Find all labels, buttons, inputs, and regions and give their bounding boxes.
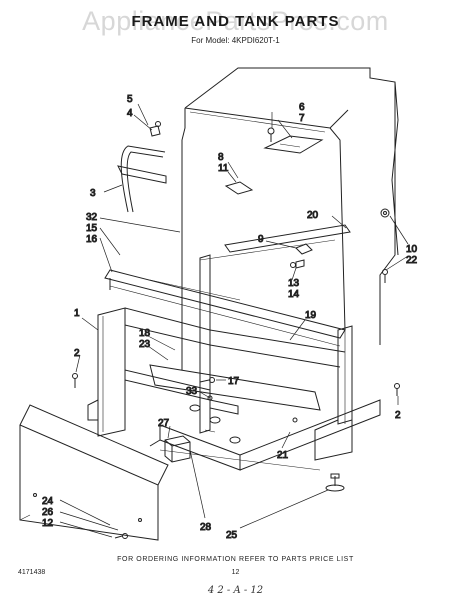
bolt-top [267,127,275,142]
callout-16: 16 [86,234,98,245]
base [149,399,381,471]
callout-11: 11 [218,163,229,174]
right-hardware [290,208,390,269]
model-line: For Model: 4KPDI620T-1 [191,36,280,45]
callout-3: 3 [90,188,96,199]
document-number: 4171438 [18,569,46,576]
callout-20: 20 [307,210,319,221]
screw-right [394,383,400,396]
leader-lines [59,103,409,538]
callout-1: 1 [74,308,80,319]
callout-19: 19 [305,310,317,321]
callout-26: 26 [42,507,54,518]
callout-28: 28 [200,522,212,533]
screw-12 [114,533,128,539]
screw-17 [199,377,215,383]
callout-33: 33 [186,386,198,397]
screws [72,269,400,539]
callout-2-right: 2 [395,410,401,421]
callout-13: 13 [288,278,300,289]
page-title: FRAME AND TANK PARTS [131,13,340,30]
callout-17: 17 [228,376,240,387]
callout-22: 22 [406,255,418,266]
callout-10: 10 [406,244,418,255]
callout-2-left: 2 [74,348,80,359]
callout-8: 8 [218,152,224,163]
tank-body [181,67,399,370]
ordering-note: FOR ORDERING INFORMATION REFER TO PARTS … [117,556,354,563]
callout-4: 4 [127,108,133,119]
callout-32: 32 [86,212,98,223]
module-block [164,435,191,463]
callout-12: 12 [42,518,54,529]
callout-9: 9 [258,234,264,245]
callout-24: 24 [42,496,54,507]
screw-22 [382,269,388,283]
callout-25: 25 [226,530,238,541]
screw-33 [207,395,213,401]
callouts: 5 4 3 32 15 16 6 7 8 11 20 9 10 22 13 14… [42,94,419,542]
callout-6: 6 [299,102,305,113]
callout-18: 18 [139,328,151,339]
inner-tray [189,399,241,444]
callout-27: 27 [158,418,170,429]
clip-bracket [224,181,254,195]
callout-23: 23 [139,339,151,350]
top-bracket [263,135,324,154]
callout-7: 7 [299,113,305,124]
page-number: 12 [231,569,240,576]
callout-5: 5 [127,94,133,105]
toe-panel [19,404,169,541]
screw-left [72,373,78,388]
callout-21: 21 [277,450,289,461]
side-rail [224,224,351,253]
right-frame [314,325,353,461]
watermark: AppliancePartsPros.com [82,6,389,36]
callout-15: 15 [86,223,98,234]
handle-rod [117,121,167,213]
handwritten-code: 4 2 - A - 12 [207,585,264,596]
leveling-leg [325,473,345,492]
callout-14: 14 [288,289,300,300]
